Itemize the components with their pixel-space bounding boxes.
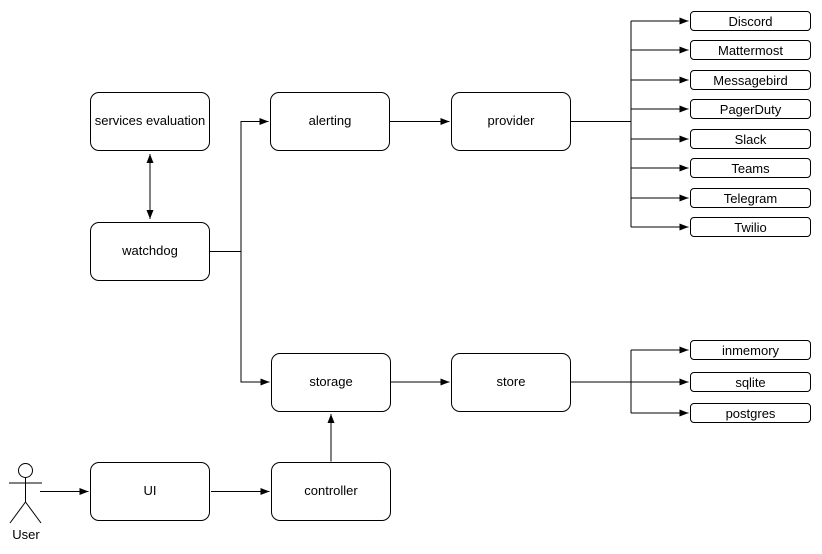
provider-leaf-discord: Discord	[690, 11, 811, 31]
provider-leaf-twilio: Twilio	[690, 217, 811, 237]
node-controller: controller	[271, 462, 391, 521]
user-actor-icon	[9, 463, 42, 524]
provider-leaf-pagerduty: PagerDuty	[690, 99, 811, 119]
node-storage: storage	[271, 353, 391, 412]
user-label: User	[12, 527, 40, 542]
node-alerting: alerting	[270, 92, 390, 151]
store-leaf-postgres: postgres	[690, 403, 811, 423]
edge-store-trunk	[571, 350, 632, 413]
node-ui: UI	[90, 462, 210, 521]
store-leaf-sqlite: sqlite	[690, 372, 811, 392]
edge-watchdog-alerting	[210, 118, 269, 252]
node-store: store	[451, 353, 571, 412]
node-provider: provider	[451, 92, 571, 151]
node-watchdog: watchdog	[90, 222, 210, 281]
store-leaf-inmemory: inmemory	[690, 340, 811, 360]
node-services-evaluation: services evaluation	[90, 92, 210, 151]
edge-provider-trunk	[571, 21, 632, 227]
provider-leaf-slack: Slack	[690, 129, 811, 149]
provider-leaf-messagebird: Messagebird	[690, 70, 811, 90]
edge-watchdog-storage	[240, 251, 270, 386]
provider-leaf-telegram: Telegram	[690, 188, 811, 208]
provider-leaf-mattermost: Mattermost	[690, 40, 811, 60]
provider-leaf-teams: Teams	[690, 158, 811, 178]
